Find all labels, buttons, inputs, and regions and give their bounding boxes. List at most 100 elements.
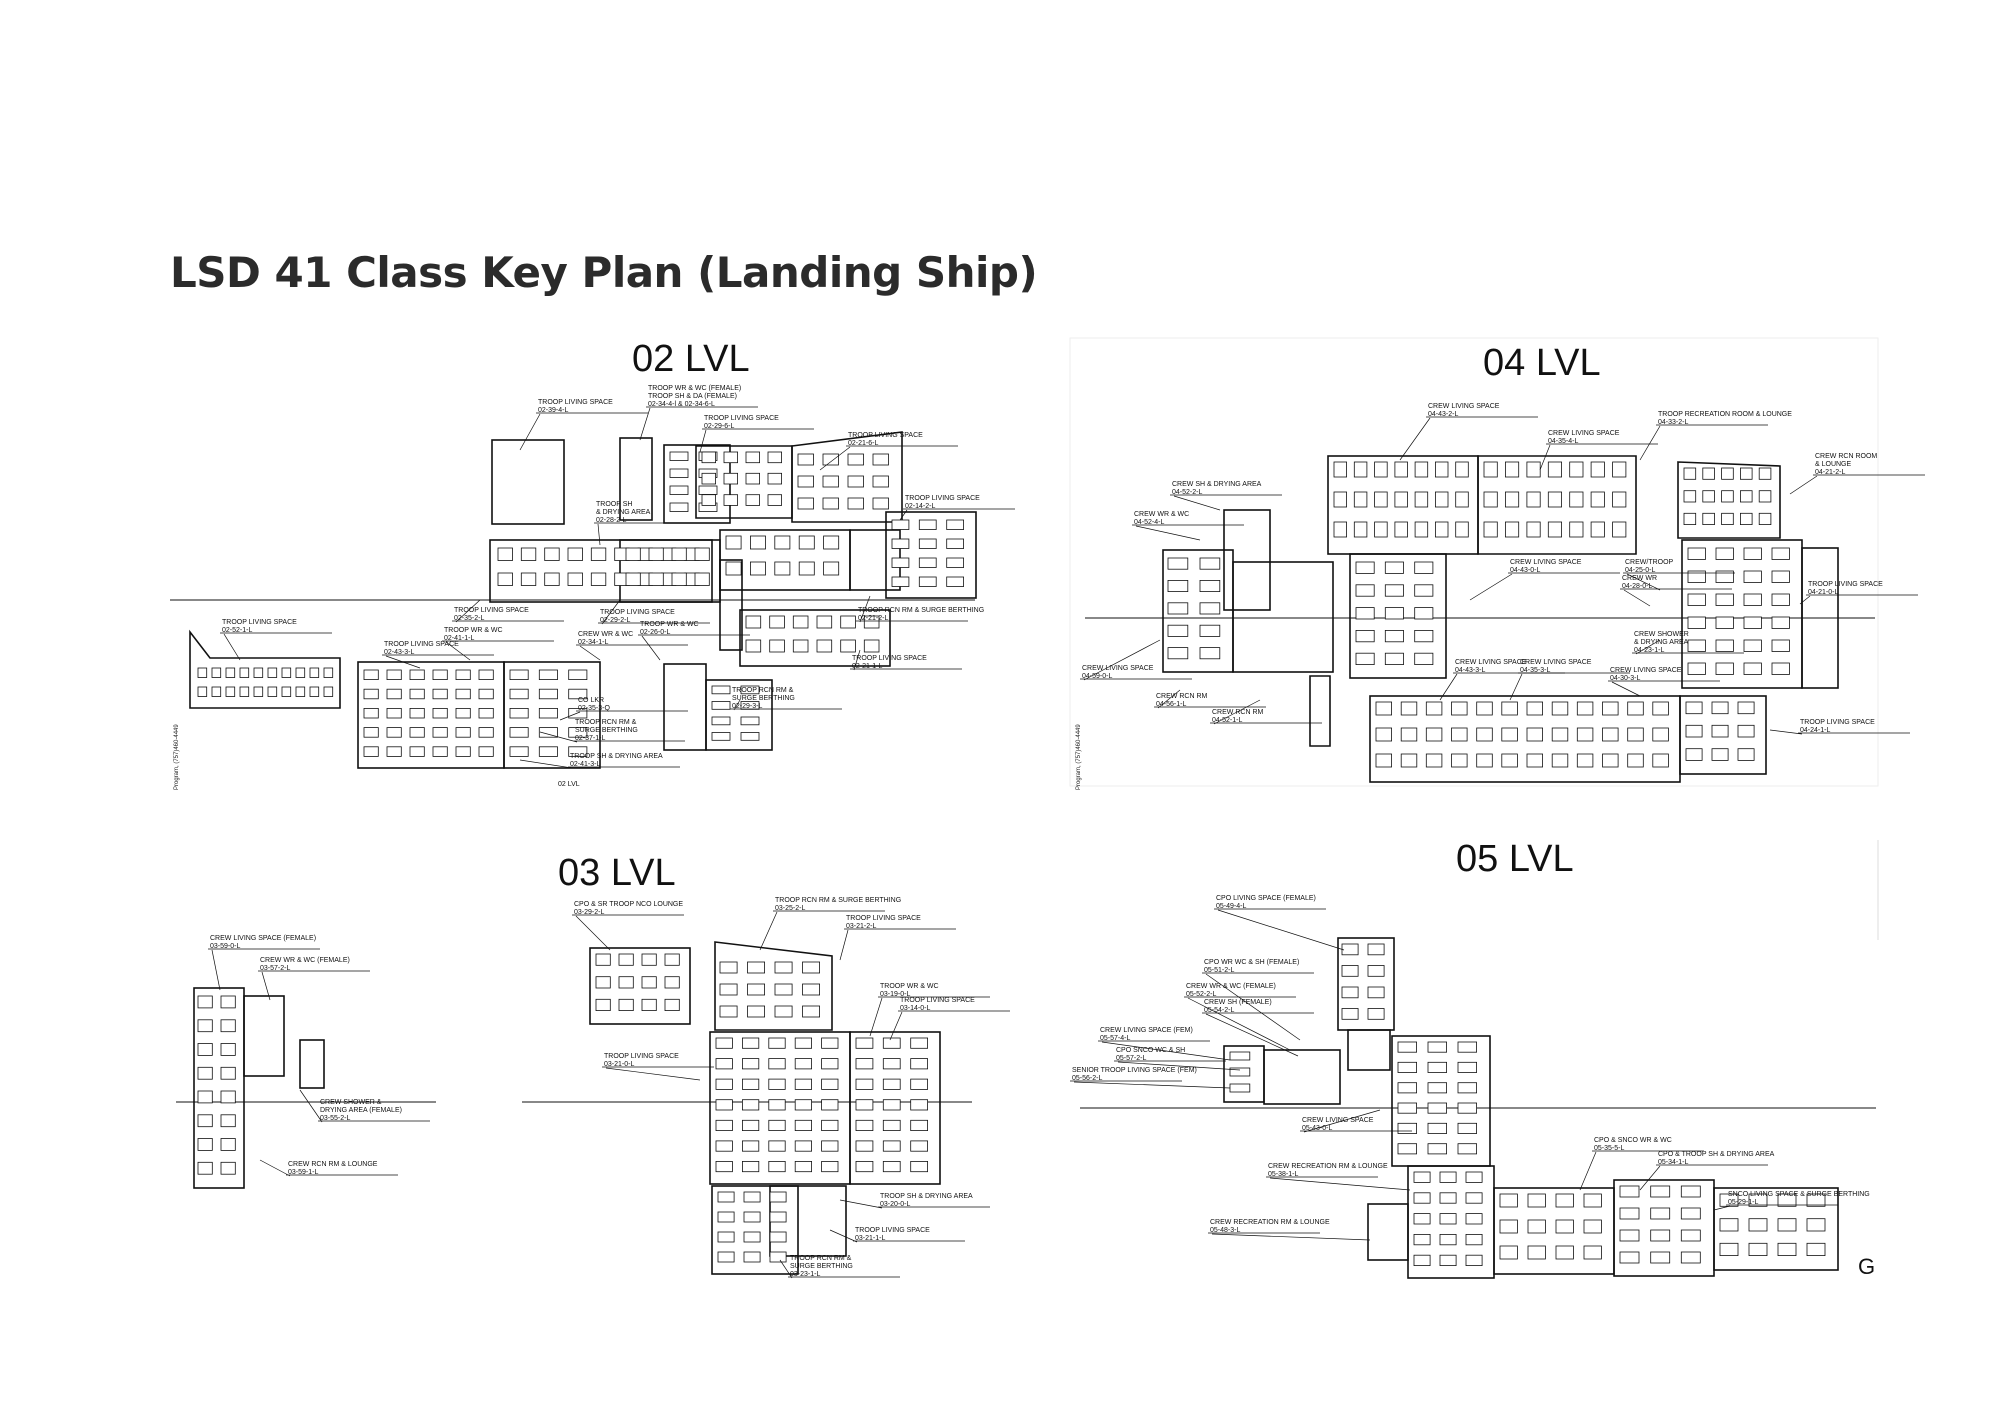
bunk-mark	[1505, 461, 1520, 478]
bunk-mark	[1394, 491, 1408, 508]
bunk-mark	[641, 998, 657, 1011]
bunk-mark	[1414, 561, 1434, 574]
leader-line	[639, 406, 758, 441]
bunk-mark	[1743, 593, 1762, 606]
bunk-mark	[910, 1161, 929, 1173]
bunk-mark	[891, 519, 910, 530]
bunk-mark	[918, 557, 937, 568]
space-label: TROOP LIVING SPACE	[454, 607, 529, 614]
bunk-mark	[1414, 630, 1434, 643]
bunk-mark	[855, 1140, 874, 1152]
space-label: CREW RECREATION RM & LOUNGE	[1268, 1163, 1388, 1170]
bunk-mark	[840, 615, 856, 629]
bunk-mark	[309, 667, 320, 678]
bunk-mark	[823, 535, 840, 550]
bunk-mark	[1427, 1061, 1448, 1073]
bunk-mark	[1455, 491, 1469, 508]
bunk-mark	[1527, 1193, 1546, 1208]
bunk-mark	[855, 1119, 874, 1132]
bunk-mark	[1526, 701, 1544, 716]
bunk-mark	[742, 1140, 760, 1152]
bunk-mark	[1414, 461, 1429, 478]
bunk-mark	[742, 1037, 760, 1049]
bunk-mark	[197, 1161, 213, 1175]
bunk-mark	[220, 1043, 236, 1056]
bunk-mark	[568, 746, 588, 757]
bunk-mark	[1569, 521, 1584, 538]
bunk-mark	[711, 701, 731, 710]
bunk-mark	[1547, 491, 1563, 508]
space-label: 04-21-2-L	[1815, 469, 1845, 476]
bunk-mark	[1683, 467, 1697, 480]
bunk-mark	[478, 746, 494, 757]
bunk-mark	[855, 1037, 874, 1049]
bunk-mark	[1652, 727, 1669, 742]
leader-line	[1608, 680, 1720, 697]
bunk-mark	[1435, 461, 1449, 478]
footer-02-lvl: 02 LVL	[558, 781, 580, 788]
space-label: 03-19-0-L	[880, 991, 910, 998]
plan-03-lvl: CREW LIVING SPACE (FEMALE)03-59-0-LCREW …	[176, 897, 1010, 1279]
space-label: 05-52-2-L	[1186, 991, 1216, 998]
bunk-mark	[743, 1251, 761, 1263]
bunk-mark	[745, 615, 762, 629]
space-label: CREW SH & DRYING AREA	[1172, 481, 1262, 488]
bunk-mark	[767, 494, 783, 506]
bunk-mark	[821, 1058, 839, 1070]
leader-line	[1639, 1164, 1768, 1191]
space-label: 02-34-4-l & 02-34-6-L	[648, 401, 715, 408]
bunk-mark	[1397, 1061, 1418, 1073]
space-label: 03-23-1-L	[790, 1271, 820, 1278]
bunk-mark	[1384, 584, 1404, 597]
bunk-mark	[1465, 1192, 1483, 1204]
leader-line	[539, 731, 685, 743]
space-label: CPO & TROOP SH & DRYING AREA	[1658, 1151, 1775, 1158]
bunk-mark	[1199, 602, 1221, 615]
bunk-mark	[409, 708, 425, 719]
bunk-mark	[363, 669, 379, 681]
bunk-mark	[455, 746, 471, 757]
bunk-mark	[239, 667, 250, 678]
bunk-mark	[847, 475, 864, 488]
bunk-mark	[455, 708, 471, 719]
space-label: TROOP RCN RM & SURGE BERTHING	[858, 607, 984, 614]
leader-line	[856, 595, 968, 623]
bunk-mark	[386, 688, 402, 700]
bunk-mark	[386, 746, 402, 757]
space-label: 02-43-3-L	[384, 649, 414, 656]
bunk-mark	[1602, 701, 1619, 716]
bunk-mark	[750, 535, 766, 550]
leader-line	[869, 996, 990, 1037]
bunk-mark	[723, 494, 739, 506]
bunk-mark	[1476, 701, 1493, 716]
bunk-mark	[1400, 727, 1418, 742]
bunk-mark	[794, 1037, 813, 1049]
bunk-mark	[768, 1078, 786, 1090]
space-label: 02-41-3-L	[570, 761, 600, 768]
bunk-mark	[882, 1119, 901, 1132]
space-label: 03-21-0-L	[604, 1061, 634, 1068]
bunk-mark	[1439, 1171, 1457, 1183]
leader-line	[1799, 594, 1918, 605]
bunk-mark	[717, 1251, 735, 1263]
bunk-mark	[323, 686, 334, 697]
bunk-mark	[802, 1005, 821, 1018]
bunk-mark	[1414, 652, 1434, 666]
leader-line	[299, 1089, 430, 1123]
bunk-mark	[711, 716, 731, 726]
bunk-mark	[1547, 461, 1563, 478]
bunk-mark	[1355, 561, 1375, 574]
bunk-mark	[1576, 753, 1594, 768]
bunk-mark	[1397, 1041, 1418, 1053]
bunk-mark	[618, 976, 634, 989]
bunk-mark	[794, 1058, 813, 1070]
leader-line	[1769, 729, 1910, 735]
bunk-mark	[1748, 1218, 1768, 1232]
bunk-mark	[1683, 490, 1697, 503]
bunk-mark	[595, 998, 611, 1011]
bunk-mark	[544, 572, 560, 586]
leader-line	[638, 634, 750, 661]
bunk-mark	[715, 1161, 733, 1173]
bunk-mark	[1743, 547, 1762, 560]
